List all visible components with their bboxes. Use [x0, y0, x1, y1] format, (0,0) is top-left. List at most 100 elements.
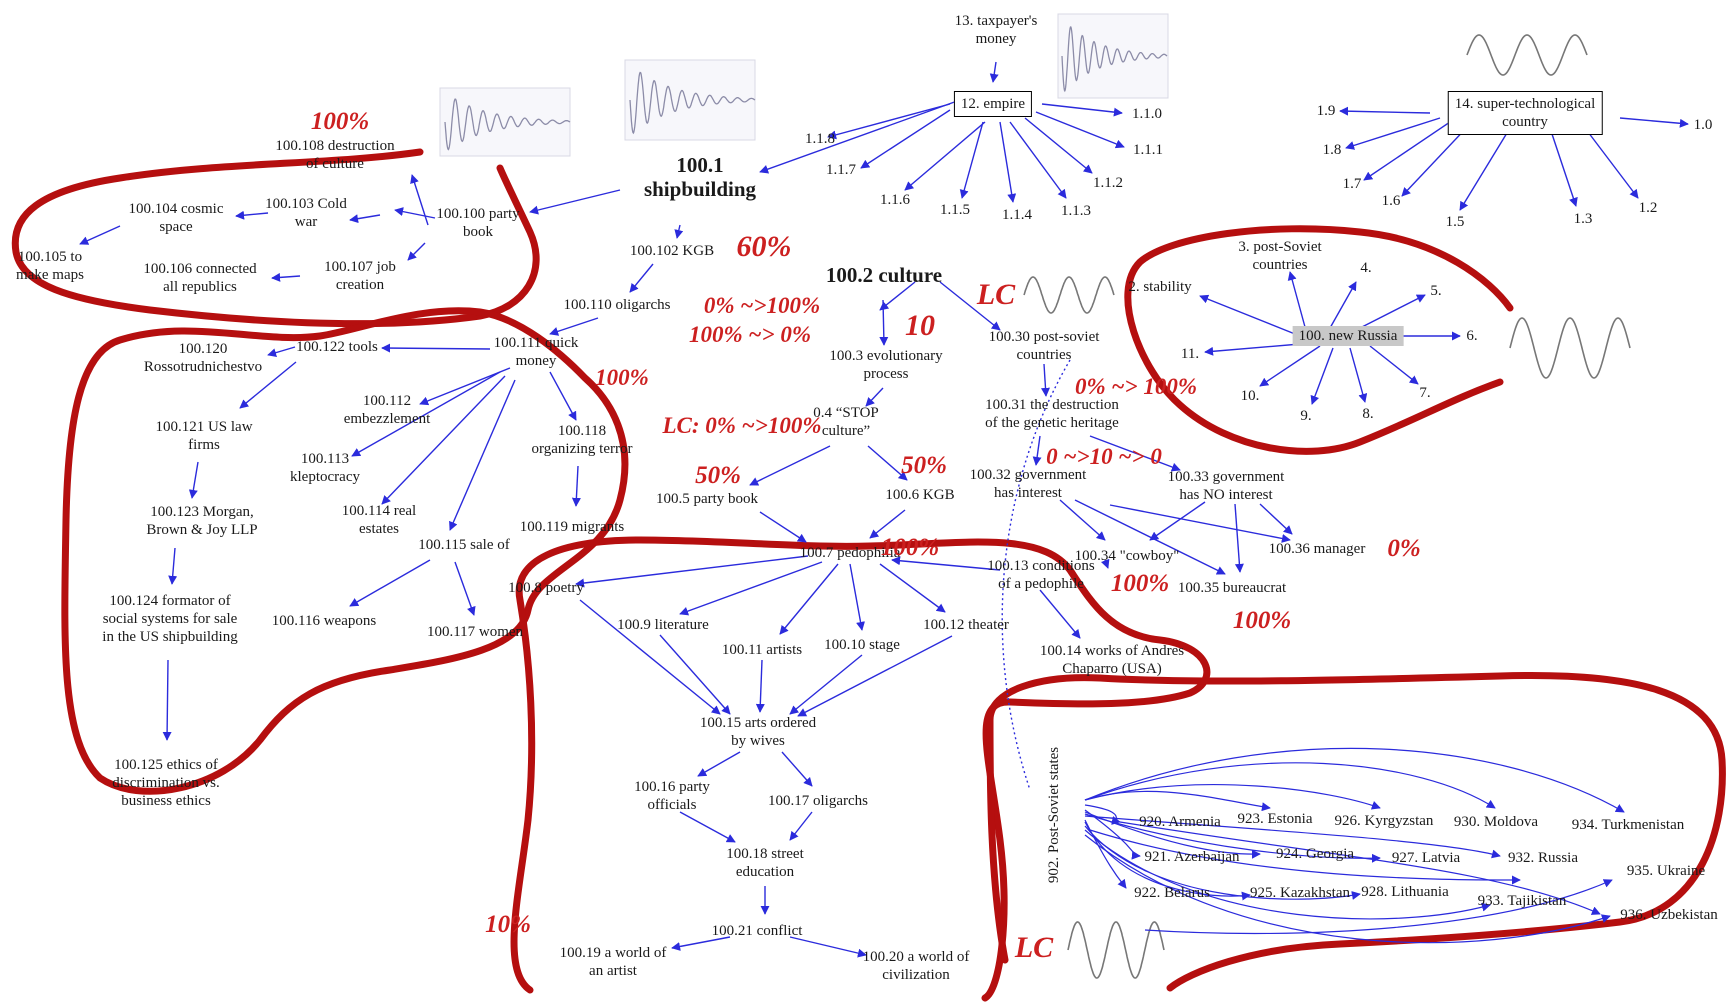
edge-arrow [349, 214, 381, 224]
edge-arrow [659, 634, 731, 715]
ukraine-node: 935. Ukraine [1626, 863, 1706, 879]
edge-arrow [394, 207, 436, 219]
edge-arrow [1089, 435, 1181, 472]
job-creation-node: 100.107 job creation [324, 259, 396, 293]
poetry-node: 100.8 poetry [508, 580, 584, 596]
percent-annotation: 10% [485, 911, 531, 938]
node-1-1-7: 1.1.7 [826, 162, 856, 178]
party-book-5-node: 100.5 party book [655, 491, 759, 507]
weapons-node: 100.116 weapons [271, 613, 377, 629]
node-10: 10. [1240, 388, 1260, 404]
node-1-1-4: 1.1.4 [1002, 207, 1032, 223]
edge-arrow [1039, 589, 1081, 639]
edge-arrow [959, 121, 984, 199]
sine-wave-decoration [1466, 34, 1588, 76]
quick-money-node: 100.111 quick money [493, 335, 579, 369]
node-1-1-0: 1.1.0 [1132, 106, 1162, 122]
edge-arrow [1035, 111, 1125, 149]
node-9: 9. [1300, 408, 1312, 424]
make-maps-node: 100.105 to make maps [16, 249, 84, 283]
edge-arrow [749, 445, 831, 486]
node-1-1-5: 1.1.5 [940, 202, 970, 218]
percent-annotation: 50% [901, 452, 947, 479]
edge-arrow [789, 936, 867, 958]
waveform-decoration [1057, 13, 1169, 99]
percent-annotation: 100% [1110, 570, 1170, 597]
stability-node: 2. stability [1128, 279, 1192, 295]
edge-arrow [789, 654, 863, 715]
moldova-node: 930. Moldova [1453, 814, 1539, 830]
uzbekistan-node: 936. Uzbekistan [1620, 907, 1718, 923]
node-1-9: 1.9 [1316, 103, 1336, 119]
node-4: 4. [1360, 260, 1372, 276]
tajikistan-node: 933. Tajikistan [1477, 893, 1567, 909]
edge-arrow [575, 555, 809, 588]
percent-annotation: 0% ~> 100% [1074, 374, 1198, 399]
node-11: 11. [1180, 346, 1200, 362]
shipbuilding-node: 100.1 shipbuilding [643, 153, 757, 201]
edge-arrow [759, 99, 961, 174]
evolutionary-process-node: 100.3 evolutionary process [829, 348, 943, 382]
node-6: 6. [1466, 328, 1478, 344]
edge-arrow [679, 811, 736, 843]
edge-arrow [1084, 811, 1261, 859]
percent-annotation: 0% ~>100% [703, 293, 821, 318]
edge-arrow [1084, 834, 1611, 944]
world-of-artist-node: 100.19 a world of an artist [559, 945, 667, 979]
super-technological-country-node: 14. super-technological country [1447, 91, 1603, 135]
edge-arrow [381, 375, 506, 505]
edge-arrow [351, 371, 501, 457]
edge-arrow [239, 361, 297, 409]
edge-arrow [1084, 784, 1381, 810]
edge-arrow [1144, 879, 1613, 935]
edge-arrow [1619, 117, 1689, 128]
percent-annotation: 50% [695, 462, 741, 489]
edge-arrow [860, 109, 951, 169]
post-soviet-states-node: 902. Post-Soviet states [1046, 746, 1062, 884]
edge-arrow [869, 509, 906, 539]
edge-arrow [1401, 123, 1471, 197]
edge-arrow [1084, 813, 1381, 863]
latvia-node: 927. Latvia [1391, 850, 1461, 866]
percent-annotation: 0 ~>10 ~> 0 [1046, 444, 1162, 469]
party-officials-node: 100.16 party officials [634, 779, 710, 813]
edge-arrow [781, 751, 813, 787]
edge-arrow [168, 547, 178, 585]
works-chaparro-node: 100.14 works of Andres Chaparro (USA) [1039, 643, 1185, 677]
edge-arrow [1024, 117, 1093, 174]
formator-social-systems-node: 100.124 formator of social systems for s… [102, 593, 238, 645]
migrants-node: 100.119 migrants [519, 519, 625, 535]
region-outline [1124, 225, 1514, 455]
edge-arrow [579, 599, 721, 715]
kleptocracy-node: 100.113 kleptocracy [290, 451, 360, 485]
rossotrudnichestvo-node: 100.120 Rossotrudnichestvo [143, 341, 263, 375]
manager-node: 100.36 manager [1268, 541, 1366, 557]
organizing-terror-node: 100.118 organizing terror [531, 423, 633, 457]
node-7: 7. [1419, 385, 1431, 401]
edge-arrow [759, 511, 807, 543]
lc-annotation: LC [1014, 931, 1054, 964]
edge-arrow [1149, 501, 1206, 541]
edge-arrow [939, 281, 1001, 331]
women-node: 100.117 women [426, 624, 524, 640]
percent-annotation: 100% [595, 365, 649, 390]
edge-arrow [1369, 345, 1419, 385]
sale-of-node: 100.115 sale of [418, 537, 510, 553]
edge-arrow [827, 103, 951, 140]
edge-arrow [1459, 127, 1511, 211]
region-outline [510, 536, 1211, 1002]
artists-node: 100.11 artists [721, 642, 803, 658]
edge-arrow [1234, 503, 1244, 573]
edge-arrow [1549, 127, 1578, 207]
literature-node: 100.9 literature [617, 617, 709, 633]
edge-arrow [989, 61, 999, 83]
dotted-link [1001, 359, 1071, 791]
edge-arrow [1584, 127, 1639, 199]
edge-arrow [674, 224, 684, 239]
belarus-node: 922. Belarus [1134, 885, 1210, 901]
edge-arrow [1310, 347, 1334, 405]
edge-arrow [1329, 281, 1357, 329]
kgb-6-node: 100.6 KGB [885, 487, 955, 503]
lithuania-node: 928. Lithuania [1361, 884, 1449, 900]
